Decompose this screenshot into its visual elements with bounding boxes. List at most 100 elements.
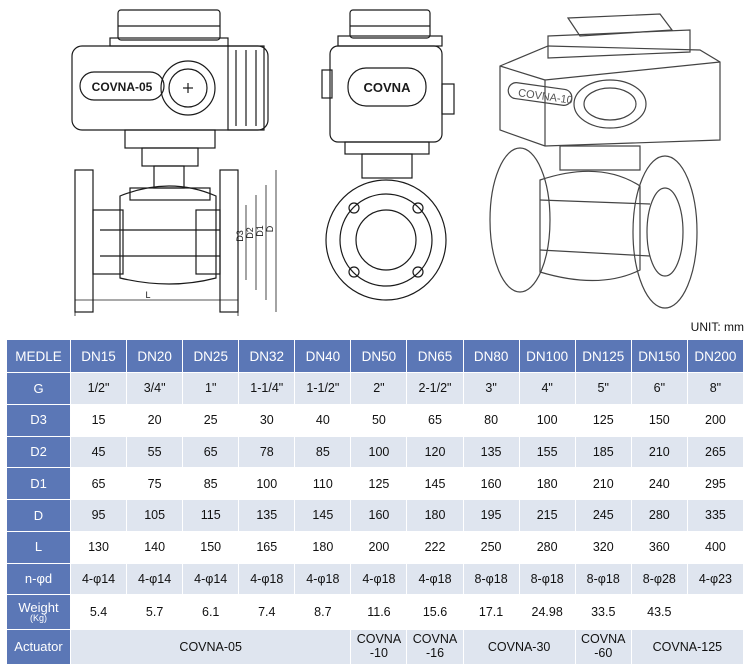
actuator-model-line: COVNA [581, 632, 626, 647]
table-cell: 78 [238, 435, 296, 469]
table-cell: 65 [69, 467, 128, 500]
row-label: G [6, 372, 71, 405]
dim-d1-label: D1 [255, 225, 265, 237]
table-cell: 145 [406, 467, 464, 500]
table-cell: 1-1/4" [238, 372, 296, 405]
table-cell: 180 [518, 467, 576, 500]
col-header: DN40 [294, 339, 352, 373]
table-cell: 4-φ18 [294, 562, 352, 596]
table-cell: 2" [350, 372, 408, 405]
row-label: L [6, 530, 71, 564]
table-cell: 135 [462, 435, 520, 469]
table-cell: 150 [630, 403, 688, 437]
table-cell: 75 [126, 467, 184, 500]
col-header: DN32 [238, 339, 296, 373]
table-cell: 200 [350, 530, 408, 564]
spec-table: MEDLE DN15 DN20 DN25 DN32 DN40 DN50 DN65… [6, 339, 745, 665]
actuator-model-suffix: -60 [594, 646, 613, 661]
table-cell: 45 [69, 435, 128, 469]
table-cell: 135 [238, 499, 296, 532]
weight-label: Weight [18, 599, 59, 615]
table-cell: 25 [182, 403, 240, 437]
dim-l-label: L [145, 290, 150, 300]
table-cell: 222 [406, 530, 464, 564]
table-cell: 95 [69, 499, 128, 532]
table-cell: 140 [126, 530, 184, 564]
table-cell: 145 [294, 499, 352, 532]
table-cell: 1/2" [69, 372, 128, 405]
table-cell: 65 [182, 435, 240, 469]
table-cell: 110 [294, 467, 352, 500]
table-cell: 185 [574, 435, 632, 469]
table-cell: 24.98 [518, 594, 576, 631]
row-label: D1 [6, 467, 71, 500]
col-header: DN80 [462, 339, 520, 373]
table-cell: 4-φ18 [238, 562, 296, 596]
table-cell: 400 [686, 530, 745, 564]
table-cell: 6.1 [182, 594, 240, 631]
table-cell: 17.1 [462, 594, 520, 631]
table-cell: 100 [238, 467, 296, 500]
actuator-cell: COVNA-60 [574, 629, 632, 665]
actuator-cell: COVNA-30 [462, 629, 576, 665]
table-cell: 165 [238, 530, 296, 564]
col-header: DN100 [518, 339, 576, 373]
header-label: MEDLE [6, 339, 71, 373]
table-cell: 85 [182, 467, 240, 500]
table-cell: 4-φ14 [69, 562, 128, 596]
valve-drawings: COVNA-05 COVNA COVNA-10 D3 D2 D1 D L [71, 9, 721, 316]
table-cell: 250 [462, 530, 520, 564]
front-view-drawing [71, 9, 277, 316]
table-cell: 65 [406, 403, 464, 437]
side-view-drawing [321, 9, 455, 301]
row-label: D3 [6, 403, 71, 437]
table-cell: 5.7 [126, 594, 184, 631]
table-cell: 4-φ18 [406, 562, 464, 596]
table-cell: 130 [69, 530, 128, 564]
table-cell: 3" [462, 372, 520, 405]
table-cell: 280 [630, 499, 688, 532]
table-cell: 11.6 [350, 594, 408, 631]
actuator-cell: COVNA-10 [350, 629, 408, 665]
dim-d3-label: D3 [235, 230, 245, 242]
table-cell: 210 [630, 435, 688, 469]
table-cell: 2-1/2" [406, 372, 464, 405]
table-cell: 245 [574, 499, 632, 532]
table-cell: 1" [182, 372, 240, 405]
table-cell: 4-φ18 [350, 562, 408, 596]
table-cell: 8-φ18 [462, 562, 520, 596]
col-header: DN150 [630, 339, 688, 373]
table-cell: 195 [462, 499, 520, 532]
table-cell: 100 [518, 403, 576, 437]
table-cell: 8.7 [294, 594, 352, 631]
table-cell: 8" [686, 372, 745, 405]
dim-d2-label: D2 [245, 227, 255, 239]
table-cell: 5.4 [69, 594, 128, 631]
table-cell: 160 [462, 467, 520, 500]
row-label: n-φd [6, 562, 71, 596]
isometric-view-drawing [489, 13, 721, 309]
table-cell: 160 [350, 499, 408, 532]
col-header: DN25 [182, 339, 240, 373]
table-cell: 4-φ14 [126, 562, 184, 596]
table-cell: 8-φ28 [630, 562, 688, 596]
table-cell: 40 [294, 403, 352, 437]
dim-d-label: D [265, 225, 275, 232]
actuator-cell: COVNA-16 [406, 629, 464, 665]
table-cell: 100 [350, 435, 408, 469]
table-cell: 3/4" [126, 372, 184, 405]
table-cell: 20 [126, 403, 184, 437]
table-cell: 30 [238, 403, 296, 437]
table-cell: 180 [406, 499, 464, 532]
col-header: DN125 [574, 339, 632, 373]
col-header: DN50 [350, 339, 408, 373]
actuator-cell: COVNA-125 [630, 629, 745, 665]
col-header: DN20 [126, 339, 184, 373]
table-cell: 8-φ18 [518, 562, 576, 596]
